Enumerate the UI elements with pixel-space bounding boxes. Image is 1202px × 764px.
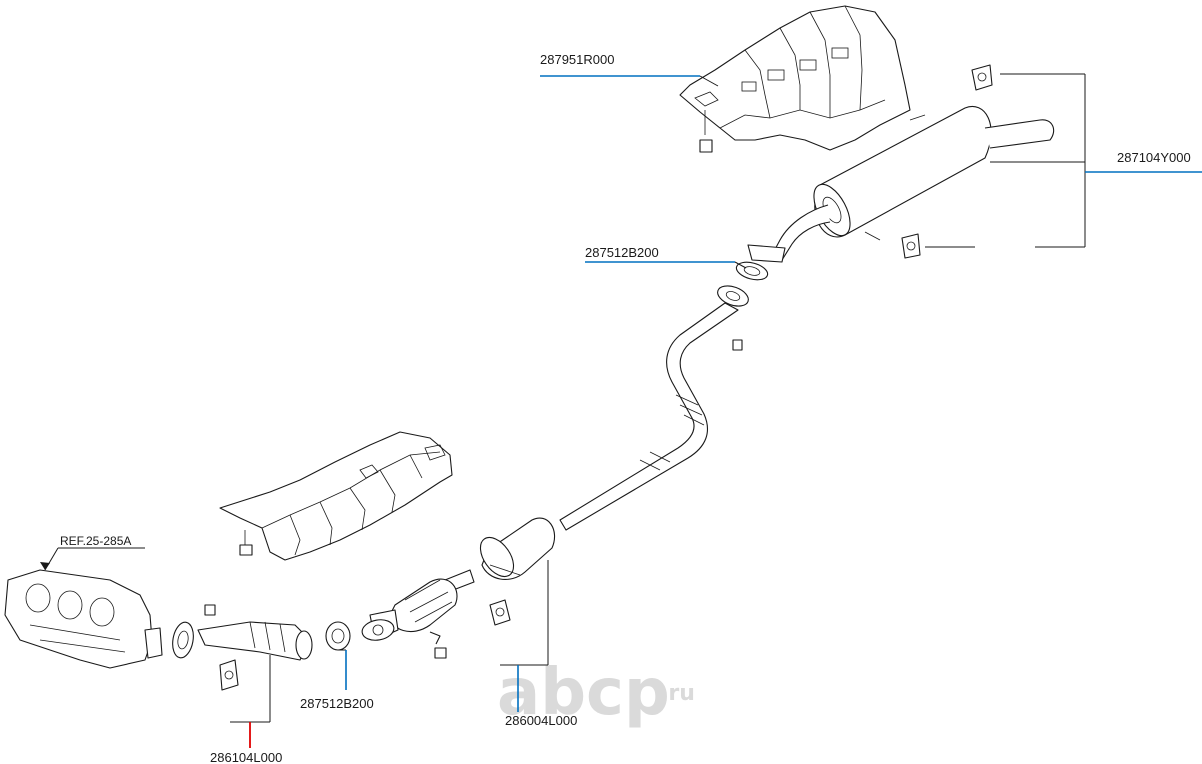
center-pipe xyxy=(361,517,556,659)
label-reference: REF.25-285A xyxy=(60,534,131,548)
gasket-front xyxy=(325,621,351,651)
heat-shield-front xyxy=(219,431,453,561)
leader-lines xyxy=(40,73,1202,748)
label-gasket-rear[interactable]: 287512B200 xyxy=(585,245,659,260)
front-pipe xyxy=(172,604,313,691)
exhaust-manifold xyxy=(4,569,163,669)
muffler-rear xyxy=(747,64,1055,263)
watermark: abcp .ru xyxy=(497,656,695,730)
label-center-pipe[interactable]: 286004L000 xyxy=(505,713,577,728)
part-labels: 287951R000 287104Y000 287512B200 287512B… xyxy=(60,52,1191,764)
watermark-suffix: .ru xyxy=(660,681,695,706)
label-front-pipe[interactable]: 286104L000 xyxy=(210,750,282,764)
label-gasket-front[interactable]: 287512B200 xyxy=(300,696,374,711)
watermark-brand: abcp xyxy=(497,656,670,730)
gasket-rear xyxy=(735,261,769,281)
label-muffler-rear[interactable]: 287104Y000 xyxy=(1117,150,1191,165)
heat-shield-rear xyxy=(679,5,911,153)
label-heat-shield-rear[interactable]: 287951R000 xyxy=(540,52,614,67)
intermediate-pipe xyxy=(559,285,749,531)
